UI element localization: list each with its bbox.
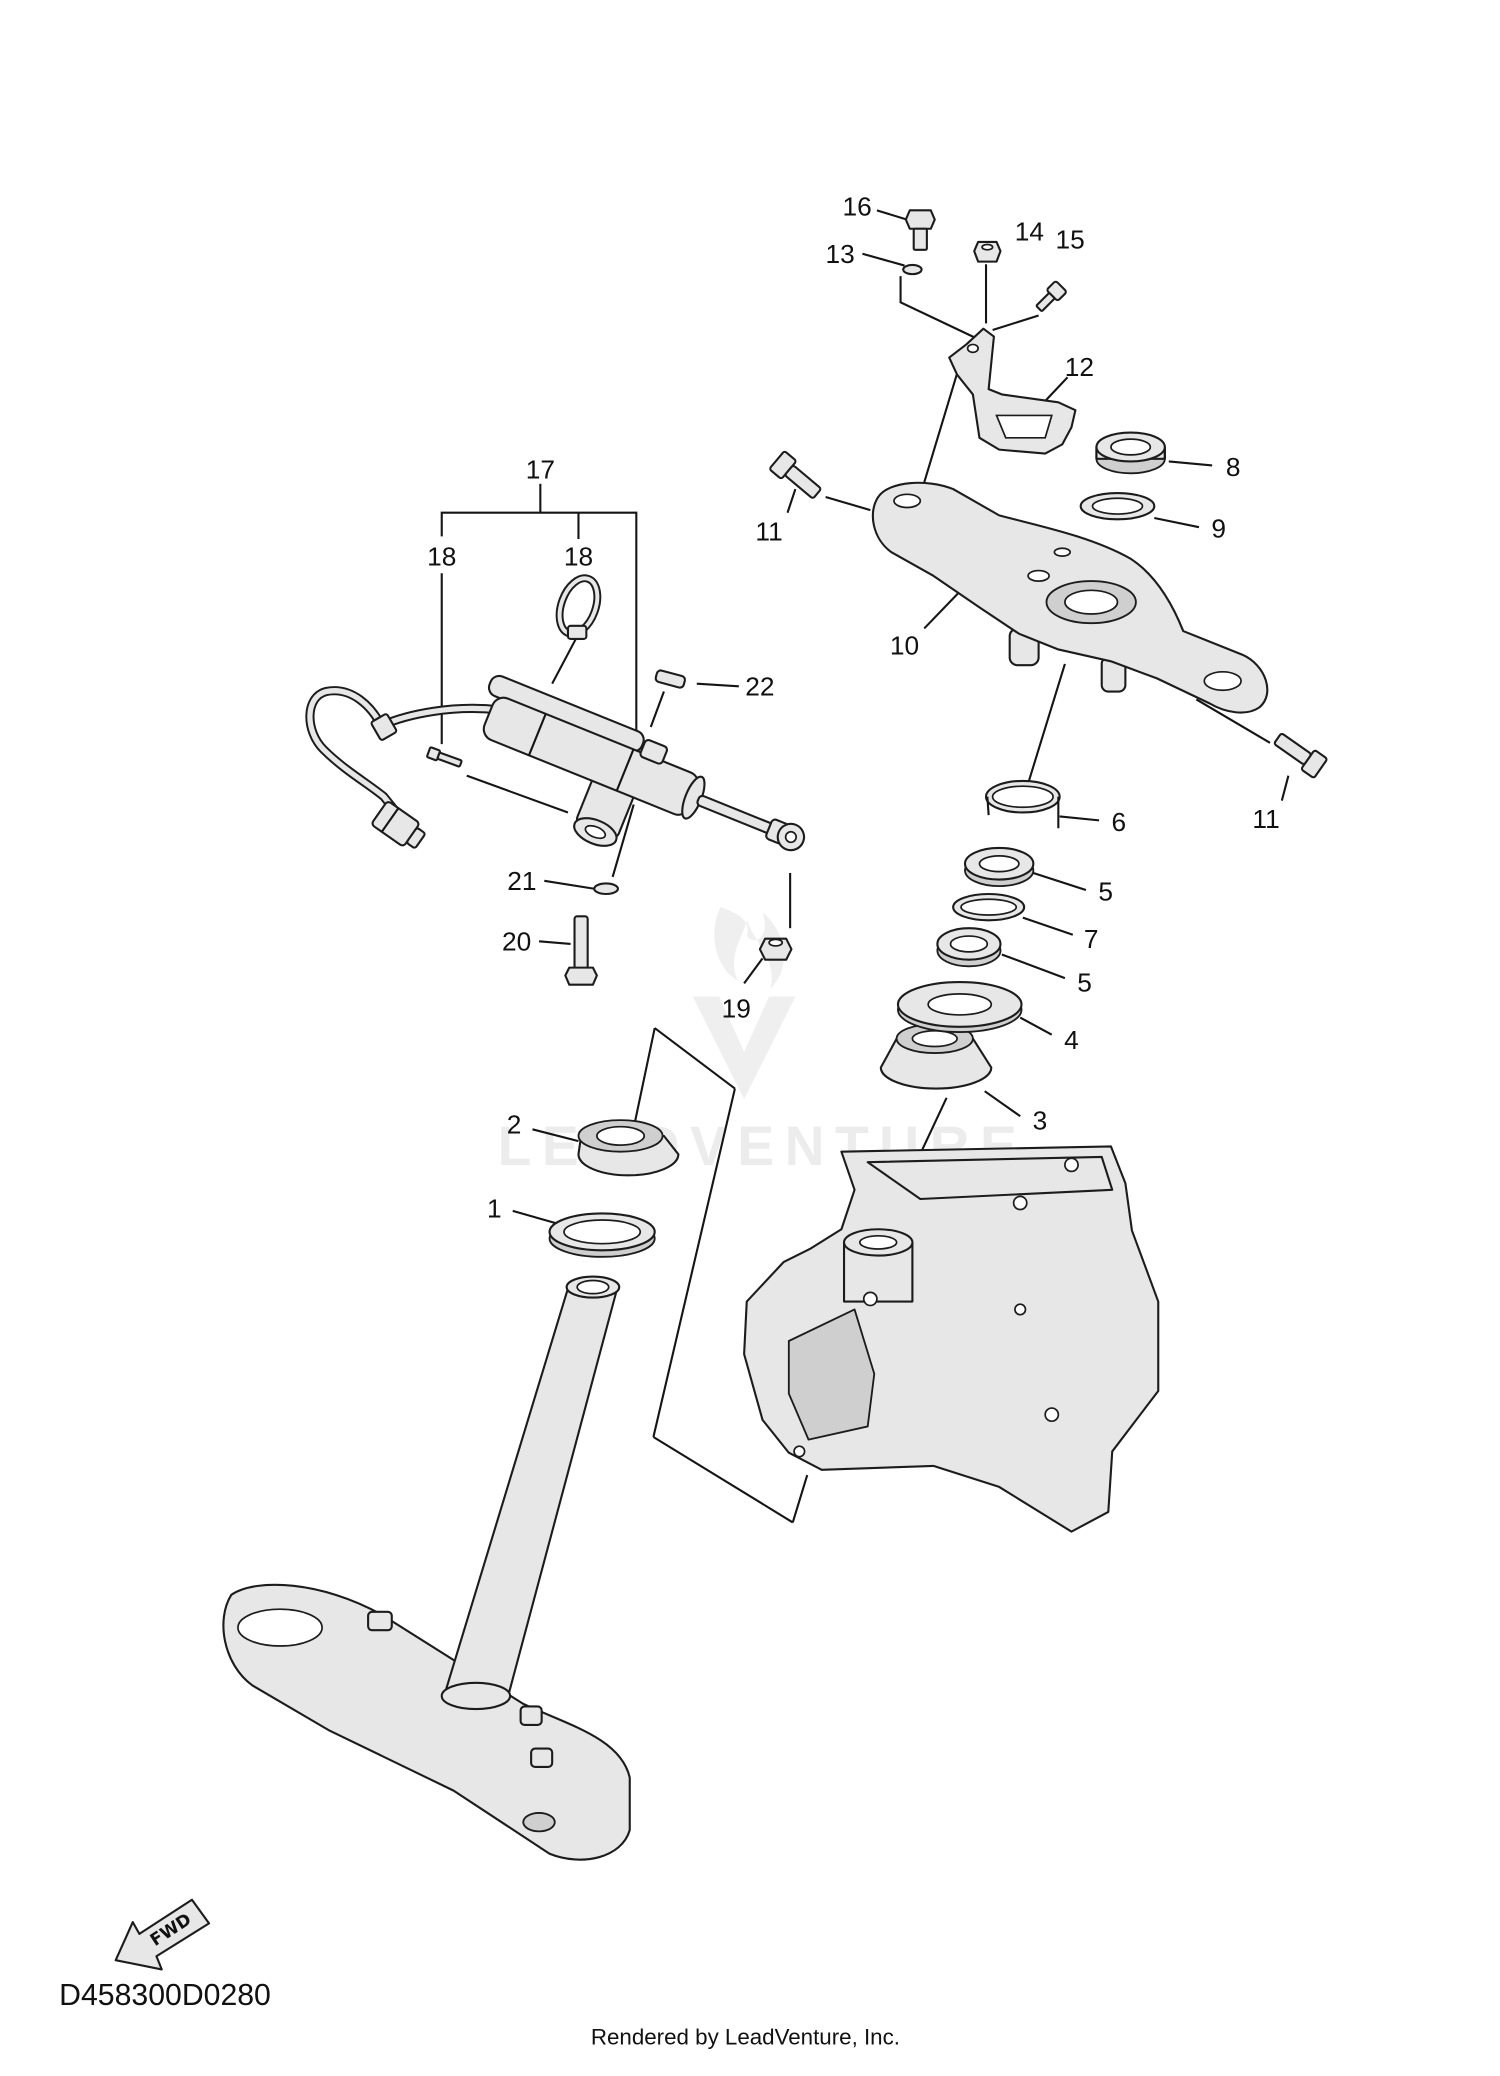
credit-text: Rendered by LeadVenture, Inc. [591,2024,900,2049]
callout-22[interactable]: 22 [745,671,774,701]
leader-line [466,774,569,814]
callout-1[interactable]: 1 [487,1193,502,1223]
callout-11[interactable]: 11 [755,516,782,546]
part-7-washer [952,892,1026,922]
callout-16[interactable]: 16 [843,192,872,222]
part-20-bolt [564,915,598,986]
watermark-v-icon [692,996,796,1100]
callout-2[interactable]: 2 [507,1109,522,1139]
part-14-nut [973,240,1002,263]
leader-line [899,276,976,339]
part-13-washer [902,263,923,276]
callout-19[interactable]: 19 [722,994,751,1024]
under-bracket-steering-stem [222,1275,631,1861]
callout-18[interactable]: 18 [427,541,456,571]
leader-line [825,495,871,512]
part-11-bolt [769,450,822,499]
leader-line [611,804,635,878]
leader-line [862,252,905,267]
callout-20[interactable]: 20 [502,927,531,957]
part-5-ring-nut [963,846,1035,888]
bracket-line [654,1027,736,1090]
leader-line [1195,698,1271,744]
part-10-upper-bracket [871,481,1269,714]
bracket-line [440,511,638,731]
callout-10[interactable]: 10 [890,631,919,661]
watermark-flame-icon [714,907,785,989]
harness-connector [371,801,426,849]
part-15-screw [1035,280,1067,312]
leader-line [1154,516,1200,529]
part-1-seal [548,1212,656,1258]
callout-8[interactable]: 8 [1226,452,1241,482]
leader-line [1019,1016,1053,1036]
callout-12[interactable]: 12 [1065,352,1094,382]
leader-line [696,682,739,688]
callout-9[interactable]: 9 [1211,514,1226,544]
part-2-lower-bearing [577,1119,680,1177]
frame-head [743,1145,1160,1533]
bracket-line [632,1027,656,1129]
part-11-bolt [1273,732,1328,779]
bracket-line [791,1474,809,1523]
part-19-nut [758,937,793,961]
part-17-steering-damper [305,674,806,852]
callout-11[interactable]: 11 [1252,804,1279,834]
part-16-bolt [904,209,936,251]
callout-18[interactable]: 18 [564,541,593,571]
leader-line [512,1209,560,1225]
callout-5[interactable]: 5 [1098,877,1113,907]
leader-line [1044,376,1069,402]
callout-7[interactable]: 7 [1084,924,1099,954]
leader-line [1280,775,1290,801]
part-18-screw [426,746,463,768]
callout-5[interactable]: 5 [1077,967,1092,997]
diagram-code: D458300D0280 [59,1979,271,2012]
leader-line [1022,916,1074,936]
leader-line [1033,871,1087,892]
callout-15[interactable]: 15 [1056,224,1085,254]
leader-line [786,488,797,514]
callout-21[interactable]: 21 [507,866,536,896]
callout-6[interactable]: 6 [1111,807,1126,837]
leader-line [1027,663,1066,784]
leader-line [532,1128,579,1143]
leader-line [984,1090,1021,1118]
bracket-line [652,1436,794,1524]
leader-line [923,590,961,630]
part-21-washer [593,882,619,896]
fwd-arrow-icon: FWD [114,1898,211,1971]
part-22-clip [654,669,686,689]
callouts: 16 13 14 15 12 8 11 9 10 17 18 18 22 6 1… [427,192,1280,1224]
part-5-ring-nut [936,927,1002,968]
leader-line [538,940,571,946]
harness-connector [370,713,398,741]
leader-line [551,638,577,685]
callout-13[interactable]: 13 [825,239,854,269]
leader-lines [440,209,1290,1524]
leader-line [743,957,764,985]
part-4-dust-seal [896,981,1023,1033]
leader-line [1168,460,1213,467]
callout-3[interactable]: 3 [1033,1105,1048,1135]
part-8-cap [1095,431,1166,475]
leader-line [544,879,595,890]
leader-line [1059,815,1100,822]
callout-4[interactable]: 4 [1064,1025,1079,1055]
leader-line [992,314,1039,331]
callout-17[interactable]: 17 [526,455,555,485]
bracket-line [652,1088,736,1438]
part-9-washer [1079,491,1156,521]
part-6-lock-washer [984,779,1061,829]
callout-14[interactable]: 14 [1015,217,1044,247]
part-12-bracket [948,327,1077,455]
leader-line [1001,953,1066,980]
leader-line [649,691,665,728]
part-3-upper-bearing [879,1023,993,1090]
part-18-clamp [555,574,602,640]
